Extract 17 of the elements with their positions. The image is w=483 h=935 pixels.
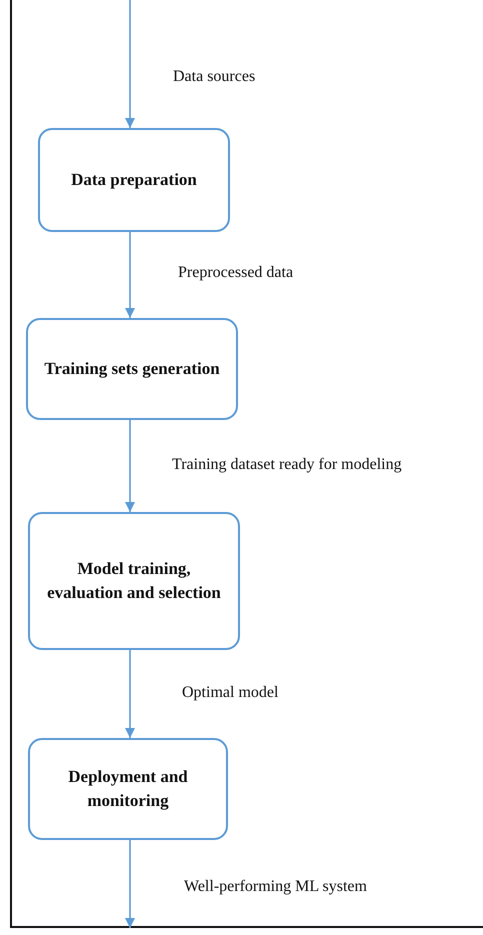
process-box bbox=[38, 128, 230, 232]
process-label: Model training, evaluation and selection bbox=[46, 558, 222, 604]
process-box bbox=[28, 512, 240, 650]
edge-label: Well-performing ML system bbox=[184, 878, 367, 896]
process-box bbox=[28, 738, 228, 840]
arrow bbox=[125, 840, 135, 928]
process-label: Training sets generation bbox=[44, 358, 220, 380]
edge-label: Optimal model bbox=[182, 684, 278, 702]
arrow bbox=[125, 232, 135, 318]
arrow bbox=[125, 0, 135, 128]
process-label: Data preparation bbox=[71, 169, 197, 192]
process-label: Deployment and monitoring bbox=[67, 766, 189, 812]
arrow bbox=[125, 420, 135, 512]
edge-label: Preprocessed data bbox=[178, 264, 294, 282]
process-box bbox=[26, 318, 238, 420]
edge-label: Training dataset ready for modeling bbox=[172, 456, 402, 474]
arrow bbox=[125, 650, 135, 738]
